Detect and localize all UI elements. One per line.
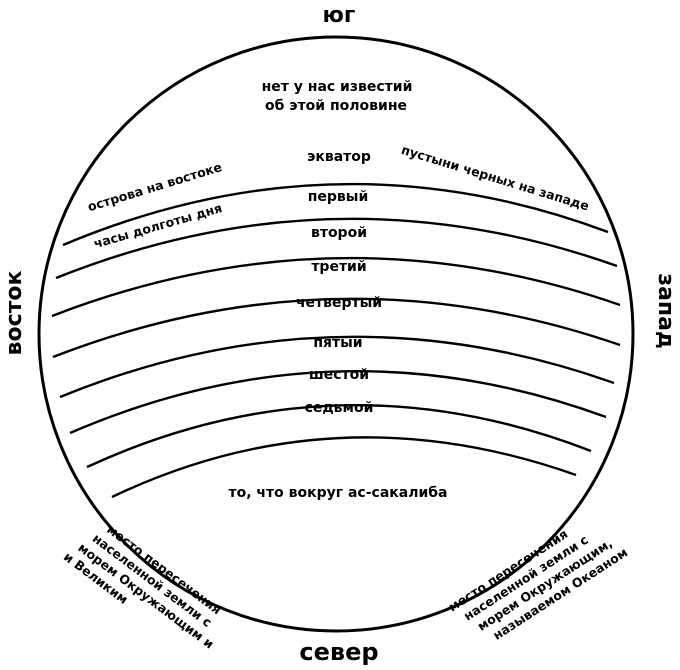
zone-second: второй bbox=[311, 225, 367, 241]
direction-south: юг bbox=[323, 3, 356, 28]
direction-north: север bbox=[299, 638, 378, 666]
zone-seventh: седьмой bbox=[305, 400, 374, 416]
top-zone-line-1: нет у нас известий bbox=[262, 79, 413, 95]
boundary-equator-first bbox=[62, 182, 609, 247]
climate-boundaries bbox=[51, 182, 621, 499]
boundary-fourth-fifth bbox=[59, 335, 615, 399]
zone-first: первый bbox=[308, 189, 369, 205]
boundary-seventh-bottom bbox=[111, 436, 577, 499]
corner-note-right: место пересечения населенной земли с мор… bbox=[445, 526, 630, 643]
boundary-second-third bbox=[51, 256, 621, 318]
world-circle bbox=[37, 35, 635, 633]
zone-third: третий bbox=[311, 259, 366, 275]
note-deserts-west: пустыни черных на западе bbox=[400, 142, 591, 214]
zone-sixth: шестой bbox=[309, 367, 369, 383]
corner-note-left: место пересечения населенной земли с мор… bbox=[61, 521, 224, 651]
zone-fifth: пятый bbox=[313, 335, 362, 351]
top-zone-line-2: об этой половине bbox=[265, 98, 407, 114]
boundary-first-second bbox=[55, 217, 618, 280]
zone-fourth: четвертый bbox=[296, 295, 382, 311]
boundary-sixth-seventh bbox=[86, 404, 592, 469]
boundary-third-fourth bbox=[52, 297, 621, 359]
direction-east: восток bbox=[2, 270, 27, 355]
zone-equator: экватор bbox=[307, 149, 371, 165]
boundary-fifth-sixth bbox=[69, 370, 607, 435]
direction-west: запад bbox=[653, 273, 678, 348]
zone-bottom: то, что вокруг ас-сакалиба bbox=[229, 485, 448, 501]
